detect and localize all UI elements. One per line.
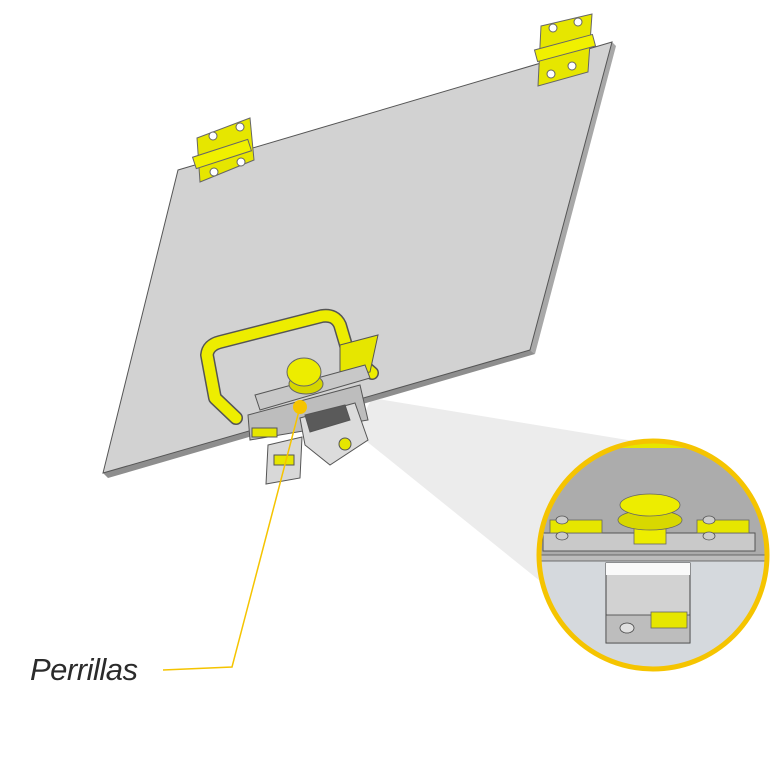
hinge-right [533,13,597,87]
bracket [247,334,379,485]
knob [286,357,324,395]
hinge-left [191,117,255,183]
callout-dot [293,400,307,414]
zoom-detail [540,442,766,668]
leader-line [162,406,301,671]
zoom-ring [536,438,770,672]
callout-label: Perrillas [30,652,138,687]
